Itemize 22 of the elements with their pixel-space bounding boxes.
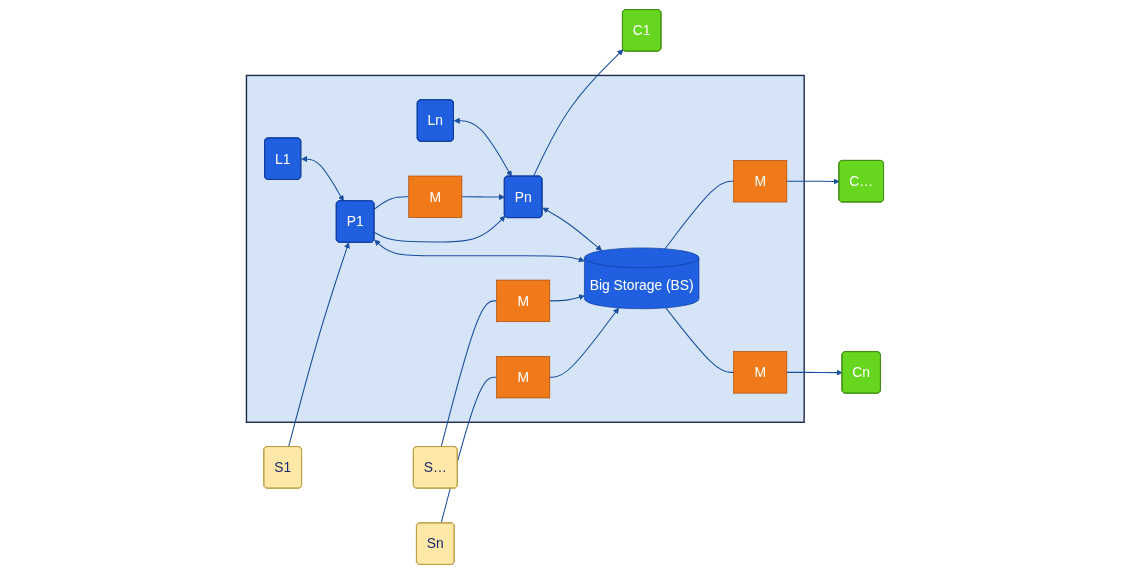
arrow <box>460 194 505 201</box>
arrow <box>548 294 585 302</box>
arrow <box>287 242 350 448</box>
arrow <box>373 215 505 243</box>
node-box: M <box>407 175 462 218</box>
connector <box>373 196 409 210</box>
arrow <box>453 117 512 177</box>
cluster <box>245 74 805 423</box>
node-box: M <box>495 279 550 323</box>
arrow <box>785 369 843 376</box>
node-box: M <box>732 160 787 203</box>
connector <box>664 180 734 250</box>
connector <box>440 300 497 448</box>
node-box: M <box>495 356 550 399</box>
connector <box>664 307 734 373</box>
node-box: M <box>732 351 787 394</box>
arrow <box>541 207 602 251</box>
arrow <box>300 155 344 202</box>
arrow <box>785 178 839 185</box>
arrow <box>373 239 585 263</box>
arrow <box>532 49 623 177</box>
arrow <box>548 307 619 378</box>
